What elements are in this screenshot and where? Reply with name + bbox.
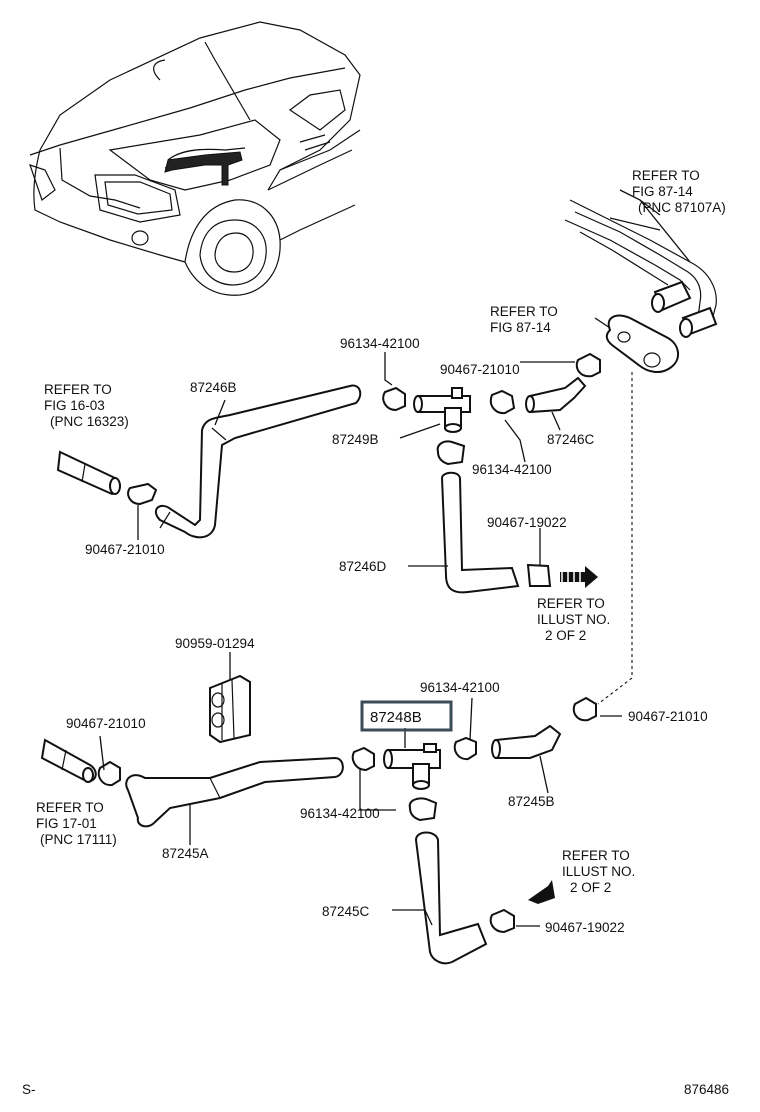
label-90959: 90959-01294 — [175, 636, 255, 651]
hose-87245C — [414, 831, 488, 965]
label-87249B: 87249B — [332, 432, 379, 447]
label-87245A: 87245A — [162, 846, 209, 861]
footer-right-code: 876486 — [684, 1082, 729, 1097]
label-90467-bottom-right: 90467-21010 — [628, 709, 708, 724]
clamp-90467-top-right — [575, 352, 601, 378]
heater-pipe-assembly — [564, 199, 718, 374]
footer-left-code: S- — [22, 1082, 36, 1097]
label-87246B: 87246B — [190, 380, 237, 395]
label-87245C: 87245C — [322, 904, 370, 919]
hose-87246D — [440, 471, 520, 594]
label-87246C: 87246C — [547, 432, 595, 447]
clamp-90467-bottom-right — [572, 696, 597, 722]
refer-fig87-14a-line2: FIG 87-14 — [632, 184, 693, 199]
clamp-96134-bottom-right — [453, 736, 477, 761]
clamp-96134-bottom-left — [351, 746, 375, 772]
label-90467-left: 90467-21010 — [85, 542, 165, 557]
refer-illust-bottom-line1: REFER TO — [562, 848, 630, 863]
refer-illust-bottom-line3: 2 OF 2 — [570, 880, 611, 895]
arrow-illust-mid — [560, 566, 598, 588]
refer-illust-mid-line1: REFER TO — [537, 596, 605, 611]
clamp-90467-left — [127, 482, 158, 506]
vehicle-illustration — [29, 21, 361, 296]
refer-illust-mid-line3: 2 OF 2 — [545, 628, 586, 643]
highlight-box-87248B — [360, 700, 453, 732]
clip-90959 — [209, 674, 251, 744]
label-87248B: 87248B — [370, 709, 422, 726]
label-90467-bottom-left: 90467-21010 — [66, 716, 146, 731]
refer-illust-mid-line2: ILLUST NO. — [537, 612, 610, 627]
tee-87249B — [413, 387, 471, 433]
leader-lines — [99, 189, 691, 927]
refer-fig16-03-line2: FIG 16-03 — [44, 398, 105, 413]
refer-fig17-01-line2: FIG 17-01 — [36, 816, 97, 831]
label-90467-mid: 90467-19022 — [487, 515, 567, 530]
refer-fig16-03-line1: REFER TO — [44, 382, 112, 397]
refer-fig87-14b-line2: FIG 87-14 — [490, 320, 551, 335]
refer-fig87-14b-line1: REFER TO — [490, 304, 558, 319]
hose-87245B — [495, 724, 562, 759]
label-96134-bottom-left: 96134-42100 — [300, 806, 380, 821]
refer-illust-bottom-line2: ILLUST NO. — [562, 864, 635, 879]
label-96134-bottom-right: 96134-42100 — [420, 680, 500, 695]
label-87246D: 87246D — [339, 559, 387, 574]
hose-87246C — [529, 376, 587, 414]
tee-87248B — [383, 743, 441, 790]
label-87245B: 87245B — [508, 794, 555, 809]
hose-87246B — [154, 384, 362, 539]
refer-fig17-01-line3: (PNC 17111) — [40, 832, 117, 847]
clamp-90467-bottom — [489, 908, 515, 934]
refer-fig87-14a-line1: REFER TO — [632, 168, 700, 183]
arrow-illust-bottom — [528, 880, 555, 904]
refer-fig16-03-line3: (PNC 16323) — [50, 414, 129, 429]
clamp-96134-top-left — [382, 386, 406, 412]
label-96134-top-left: 96134-42100 — [340, 336, 420, 351]
clamp-96134-top-right — [489, 389, 516, 415]
label-90467-bottom: 90467-19022 — [545, 920, 625, 935]
clamp-90467-bottom-left — [97, 760, 121, 787]
label-90467-top-right: 90467-21010 — [440, 362, 520, 377]
dashed-link — [597, 372, 633, 705]
refer-fig17-01-line1: REFER TO — [36, 800, 104, 815]
label-96134-top-right: 96134-42100 — [472, 462, 552, 477]
clamp-90467-mid — [526, 563, 552, 587]
hose-87245A — [125, 756, 344, 828]
refer-fig87-14a-line3: (PNC 87107A) — [638, 200, 726, 215]
